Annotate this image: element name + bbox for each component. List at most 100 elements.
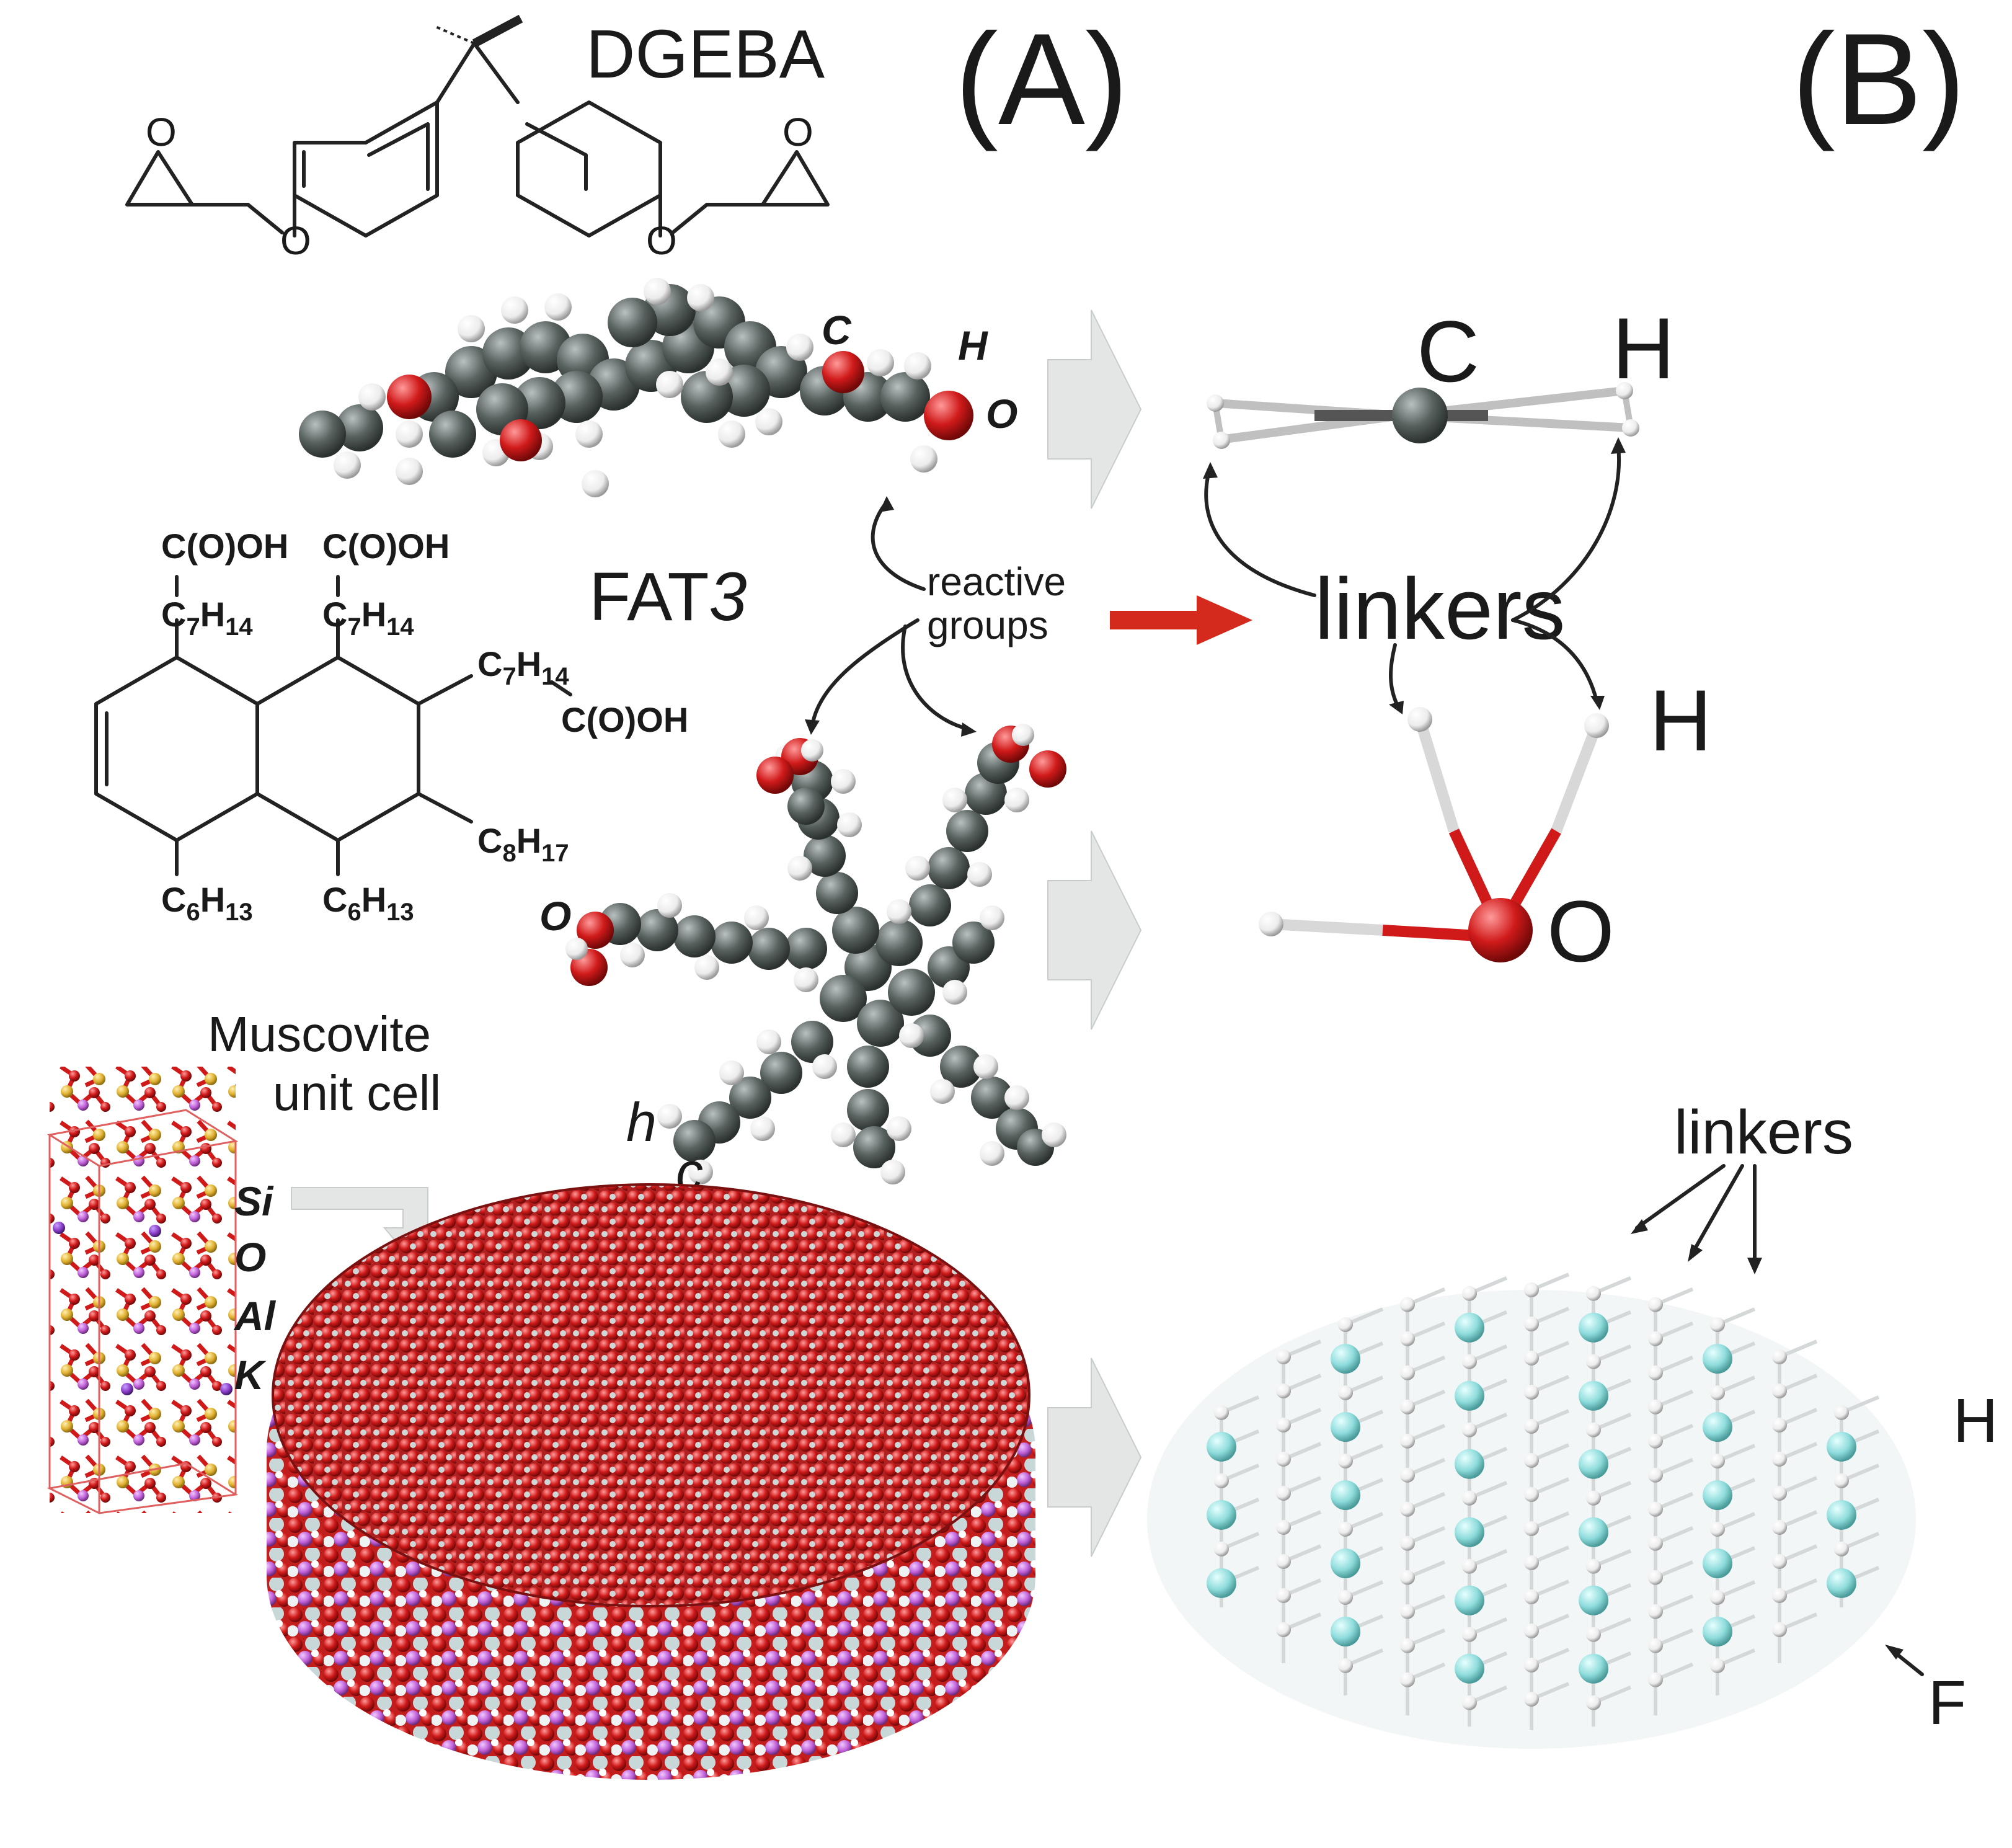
- muscovite-disk: [267, 1183, 1035, 1780]
- fat3-formula: FAT3 C(O)OH C(O)OH C(O)OH C7H14 C7H14 C7…: [94, 526, 747, 926]
- lattice-hydrogen-atom: [1214, 1541, 1229, 1557]
- lattice-hydrogen-atom: [1462, 1695, 1477, 1710]
- lattice-hydrogen-atom: [1276, 1554, 1291, 1570]
- lattice-fluorine-atom: [1455, 1449, 1484, 1479]
- lattice-hydrogen-atom: [1524, 1317, 1539, 1331]
- fat3-atom-o: O: [539, 893, 571, 939]
- lattice-fluorine-atom: [1827, 1568, 1856, 1598]
- lattice-hydrogen-atom: [1400, 1638, 1415, 1653]
- gray-arrow-middle: [1047, 830, 1142, 1030]
- red-arrow: [1110, 595, 1252, 645]
- lattice-hydrogen-atom: [1524, 1385, 1539, 1400]
- lattice-hydrogen-atom: [1648, 1672, 1663, 1687]
- linkers-annotation: linkers: [1203, 437, 1626, 714]
- lattice-hydrogen-atom: [1772, 1384, 1787, 1399]
- lattice-hydrogen-atom: [1834, 1405, 1849, 1420]
- lattice-hydrogen-atom: [1586, 1354, 1601, 1369]
- lattice-hydrogen-atom: [1400, 1672, 1415, 1687]
- lattice-hydrogen-atom: [1524, 1453, 1539, 1468]
- lattice-hydrogen-atom: [1648, 1501, 1663, 1517]
- lattice-hydrogen-atom: [1276, 1384, 1291, 1399]
- lattice-fluorine-atom: [1703, 1480, 1732, 1511]
- lattice-hydrogen-atom: [1338, 1522, 1353, 1537]
- lattice-atom-f: F: [1928, 1668, 1966, 1738]
- lattice-hydrogen-atom: [1524, 1521, 1539, 1536]
- fat3-group-2: C(O)OH: [322, 526, 450, 566]
- fat3-chain-5: C6H13: [161, 880, 253, 926]
- fat3-chain-3: C7H14: [477, 644, 569, 690]
- lattice-hydrogen-atom: [1276, 1622, 1291, 1638]
- lattice-hydrogen-atom: [1524, 1487, 1539, 1502]
- fat3-chain-6: C6H13: [322, 880, 414, 926]
- lattice-hydrogen-atom: [1648, 1604, 1663, 1619]
- lattice-hydrogen-atom: [1400, 1365, 1415, 1380]
- lattice-fluorine-atom: [1579, 1380, 1608, 1411]
- lattice-hydrogen-atom: [1276, 1486, 1291, 1501]
- lattice-fluorine-atom: [1579, 1449, 1608, 1479]
- lattice-hydrogen-atom: [1400, 1501, 1415, 1517]
- cg-atom-o: O: [1547, 882, 1615, 980]
- cg-atom-h-upper: H: [1612, 300, 1675, 397]
- lattice-hydrogen-atom: [1462, 1422, 1477, 1437]
- dgeba-atom-o: O: [986, 391, 1017, 437]
- lattice-hydrogen-atom: [1276, 1418, 1291, 1433]
- lattice-hydrogen-atom: [1524, 1692, 1539, 1707]
- lattice-hydrogen-atom: [1772, 1452, 1787, 1467]
- lattice-fluorine-atom: [1207, 1431, 1236, 1462]
- lattice-linkers-label: linkers: [1674, 1098, 1853, 1167]
- lattice-atom-h: H: [1953, 1386, 1998, 1455]
- lattice-hydrogen-atom: [1648, 1638, 1663, 1653]
- cg-atom-h-lower: H: [1649, 672, 1712, 769]
- fat3-chain-2: C7H14: [322, 595, 414, 641]
- lattice-hydrogen-atom: [1400, 1467, 1415, 1483]
- dgeba-o-left: O: [280, 218, 311, 263]
- lattice-hydrogen-atom: [1524, 1624, 1539, 1638]
- lattice-hydrogen-atom: [1710, 1658, 1725, 1674]
- lattice-fluorine-atom: [1579, 1585, 1608, 1615]
- fat3-chain-1: C7H14: [161, 595, 253, 641]
- lattice-hydrogen-atom: [1834, 1541, 1849, 1557]
- lattice-hydrogen-atom: [1524, 1282, 1539, 1297]
- lattice-hydrogen-atom: [1586, 1286, 1601, 1301]
- lattice-hydrogen-atom: [1462, 1354, 1477, 1369]
- lattice-hydrogen-atom: [1524, 1589, 1539, 1604]
- linkers-label: linkers: [1314, 560, 1566, 657]
- muscovite-element-si: Si: [234, 1178, 274, 1224]
- reactive-groups-line2: groups: [927, 603, 1048, 647]
- lattice-fluorine-atom: [1455, 1517, 1484, 1547]
- muscovite-element-k: K: [234, 1352, 267, 1398]
- lattice-hydrogen-atom: [1276, 1588, 1291, 1604]
- lattice-hydrogen-atom: [1648, 1467, 1663, 1483]
- lattice-hydrogen-atom: [1462, 1490, 1477, 1506]
- lattice-fluorine-atom: [1703, 1412, 1732, 1442]
- muscovite-unit-cell: Muscovite unit cell Si O Al K: [47, 1006, 441, 1514]
- cg-upper-model: C H: [1207, 300, 1675, 449]
- lattice-hydrogen-atom: [1524, 1419, 1539, 1434]
- lattice-hydrogen-atom: [1462, 1627, 1477, 1642]
- lattice-fluorine-atom: [1827, 1431, 1856, 1462]
- lattice-hydrogen-atom: [1214, 1473, 1229, 1488]
- lattice-hydrogen-atom: [1524, 1555, 1539, 1570]
- dgeba-name: DGEBA: [586, 16, 825, 92]
- muscovite-title-line2: unit cell: [273, 1065, 441, 1121]
- lattice-hydrogen-atom: [1648, 1297, 1663, 1312]
- lattice-hydrogen-atom: [1524, 1658, 1539, 1673]
- lattice-hydrogen-atom: [1276, 1520, 1291, 1535]
- lattice-hydrogen-atom: [1586, 1695, 1601, 1710]
- muscovite-title-line1: Muscovite: [208, 1006, 431, 1062]
- lattice-hydrogen-atom: [1400, 1433, 1415, 1449]
- lattice-fluorine-atom: [1331, 1480, 1360, 1511]
- lattice-fluorine-atom: [1703, 1344, 1732, 1374]
- muscovite-element-o: O: [234, 1234, 266, 1280]
- lattice-hydrogen-atom: [1772, 1486, 1787, 1501]
- lattice-hydrogen-atom: [1276, 1349, 1291, 1365]
- lattice-hydrogen-atom: [1834, 1473, 1849, 1488]
- lattice-hydrogen-atom: [1338, 1385, 1353, 1401]
- lattice-hydrogen-atom: [1338, 1658, 1353, 1674]
- lattice-fluorine-atom: [1703, 1617, 1732, 1647]
- lattice-hydrogen-atom: [1710, 1317, 1725, 1333]
- cg-atom-c: C: [1417, 303, 1479, 400]
- lattice-fluorine-atom: [1455, 1653, 1484, 1684]
- fat3-name: FAT3: [589, 559, 747, 635]
